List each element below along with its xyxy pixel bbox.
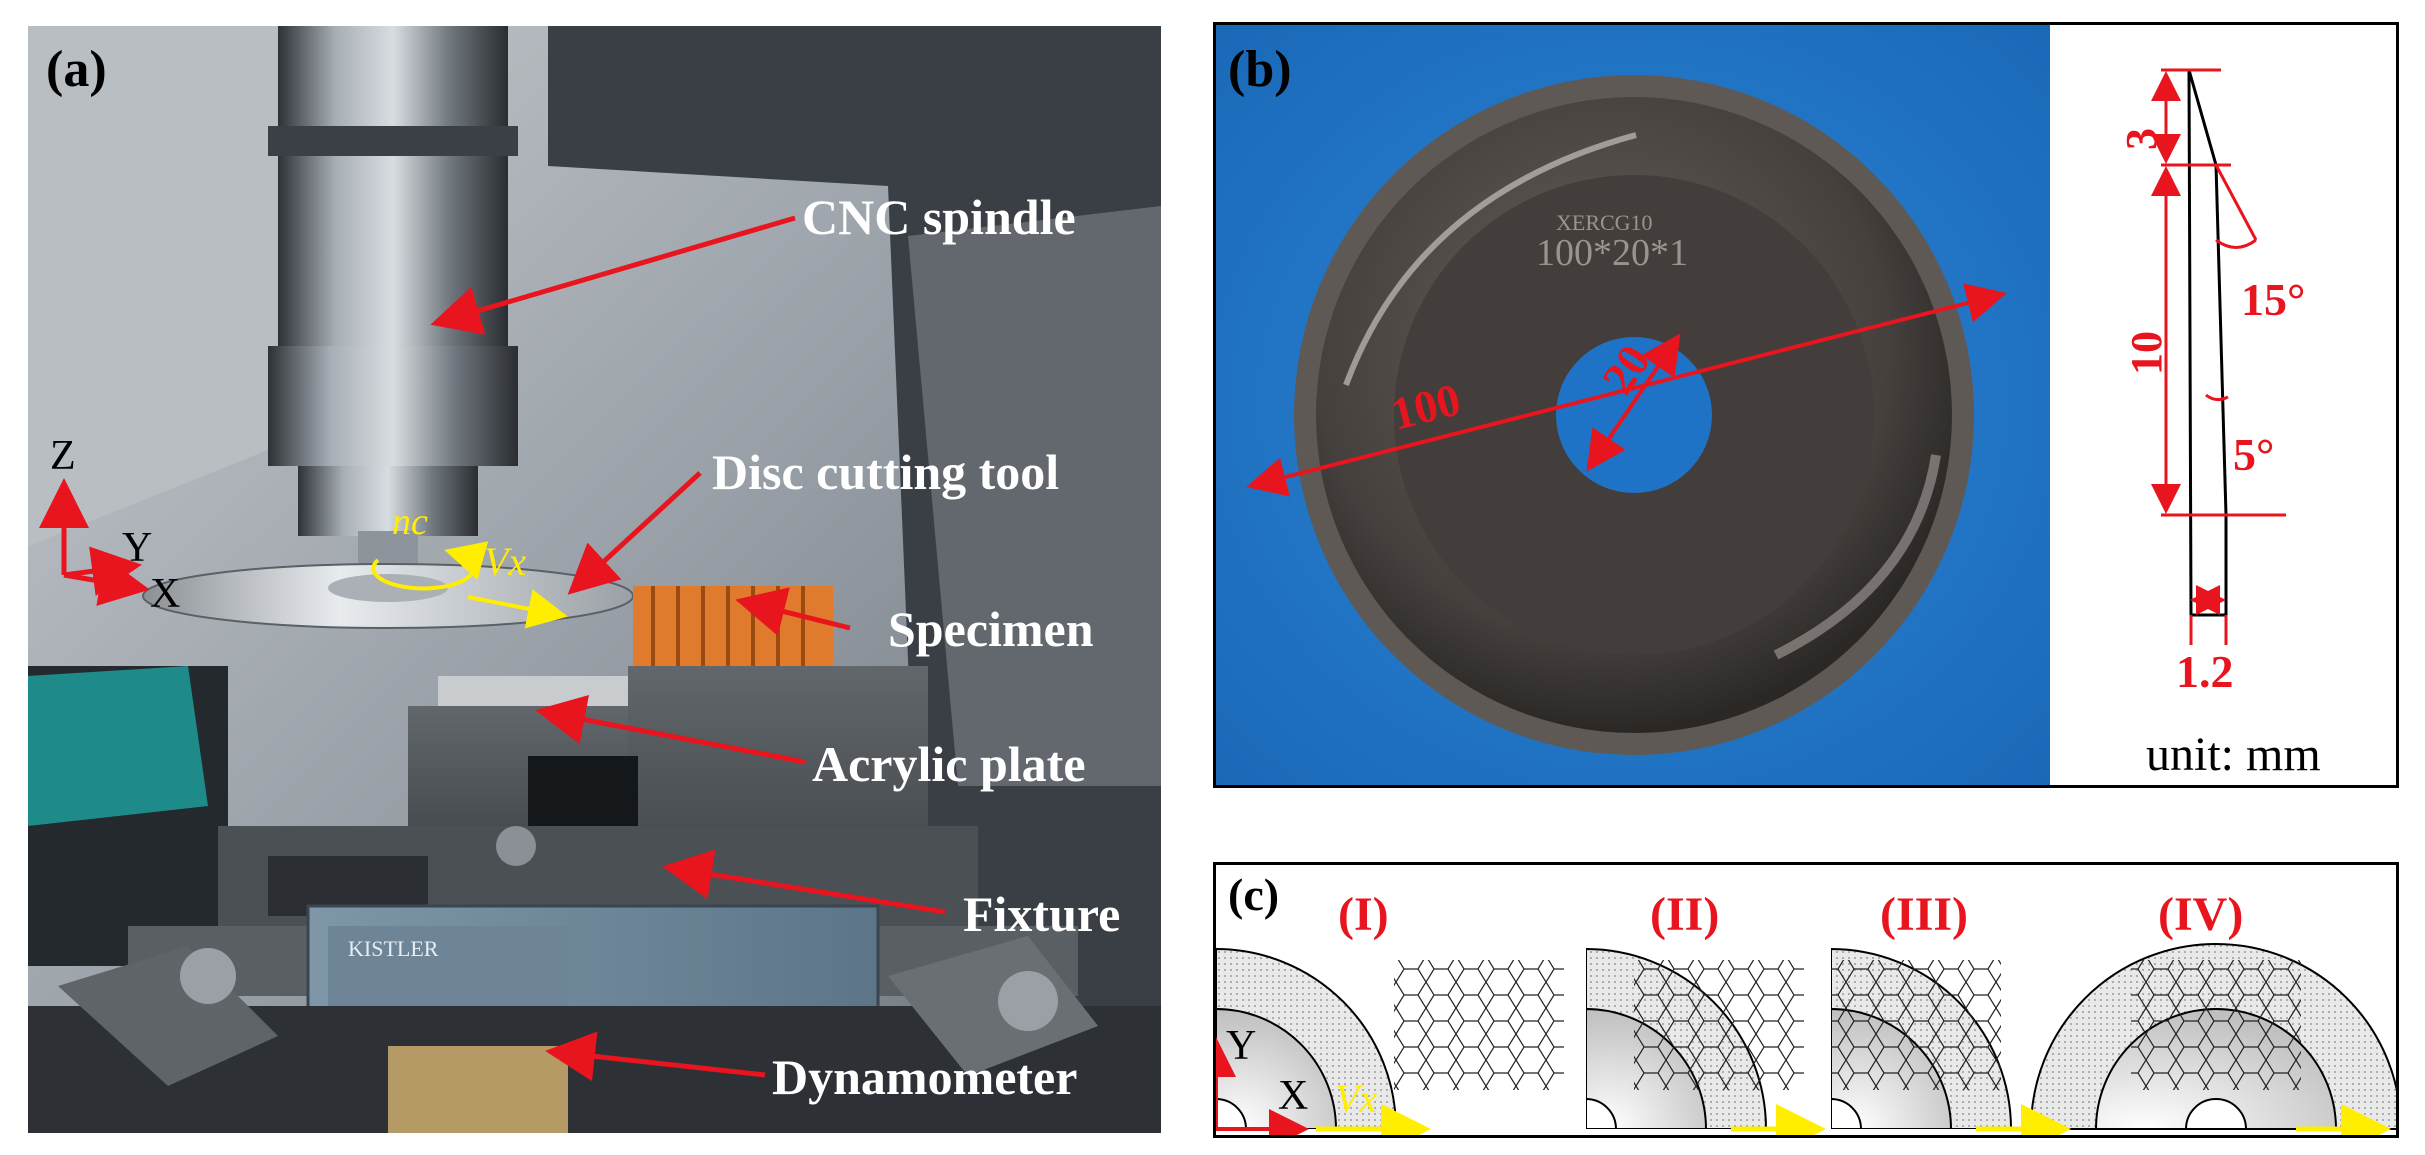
stage-label-3: (III)	[1880, 888, 1969, 941]
stage-label-2: (II)	[1650, 888, 1720, 941]
kistler-plate-text: KISTLER	[348, 936, 439, 961]
callout-acrylic-plate: Acrylic plate	[812, 736, 1086, 792]
dim-inner-arrow	[1586, 333, 1681, 472]
panel-a-label: (a)	[46, 41, 107, 98]
axis-z-label: Z	[50, 433, 76, 479]
arrow-acrylic-plate	[535, 695, 806, 765]
stage-label-1: (I)	[1338, 888, 1389, 941]
axis-x-label: X	[150, 571, 181, 617]
panel-b: XERCG10 100*20*1 100 20 3	[1213, 22, 2399, 788]
profile-thickness: 1.2	[2176, 646, 2234, 697]
profile-dim-3: 3	[2117, 128, 2166, 150]
disc-engraving: 100*20*1	[1536, 232, 1688, 274]
axis-x-label-c: X	[1278, 1073, 1309, 1119]
stage-3-specimen	[1831, 960, 2001, 1090]
panel-a-photo: KISTLER	[28, 26, 1161, 1133]
panel-b-label: (b)	[1228, 41, 1292, 98]
callout-fixture: Fixture	[963, 886, 1121, 942]
panel-c	[1196, 862, 2403, 1154]
arrow-cnc-spindle	[430, 215, 796, 335]
stage-1-specimen	[1394, 960, 1564, 1090]
profile-angle-5: 5°	[2233, 429, 2274, 480]
feed-speed-label: Vx	[484, 539, 527, 584]
arrow-fixture	[662, 849, 946, 915]
stage-1-tool	[1216, 947, 1396, 1129]
blade-profile-drawing: 3 10 15° 5° 1.2	[2117, 68, 2305, 697]
callout-specimen: Specimen	[888, 601, 1094, 657]
axis-x-arrow	[63, 556, 150, 606]
arrow-dynamometer	[545, 1031, 766, 1082]
feed-label-c: Vx	[1335, 1076, 1378, 1121]
feed-arrow	[467, 589, 568, 629]
axis-y-arrow	[63, 546, 142, 597]
rotation-arrow	[371, 541, 489, 591]
callout-disc-cutting-tool: Disc cutting tool	[712, 444, 1060, 500]
unit-label: unit: mm	[2146, 728, 2321, 781]
stage-2-specimen	[1634, 960, 1804, 1090]
profile-angle-15: 15°	[2241, 274, 2305, 325]
stage-4-specimen	[2131, 960, 2301, 1090]
rotation-speed-label: nc	[392, 501, 428, 543]
axis-y-label-c: Y	[1226, 1023, 1257, 1069]
callout-cnc-spindle: CNC spindle	[802, 189, 1076, 245]
callout-dynamometer: Dynamometer	[772, 1049, 1078, 1105]
profile-dim-10: 10	[2122, 331, 2171, 375]
stage-label-4: (IV)	[2158, 888, 2244, 941]
disc-tool-figure: XERCG10 100*20*1 100 20 3	[1216, 25, 2321, 785]
cutting-stages-diagram	[1196, 943, 2403, 1154]
panel-c-label: (c)	[1228, 869, 1280, 920]
arrow-specimen	[735, 587, 851, 636]
arrow-disc-cutting-tool	[567, 471, 702, 595]
axis-y-label: Y	[122, 525, 153, 571]
machining-setup-photo: KISTLER	[28, 26, 1161, 1133]
disc-engraving-top: XERCG10	[1556, 210, 1653, 235]
